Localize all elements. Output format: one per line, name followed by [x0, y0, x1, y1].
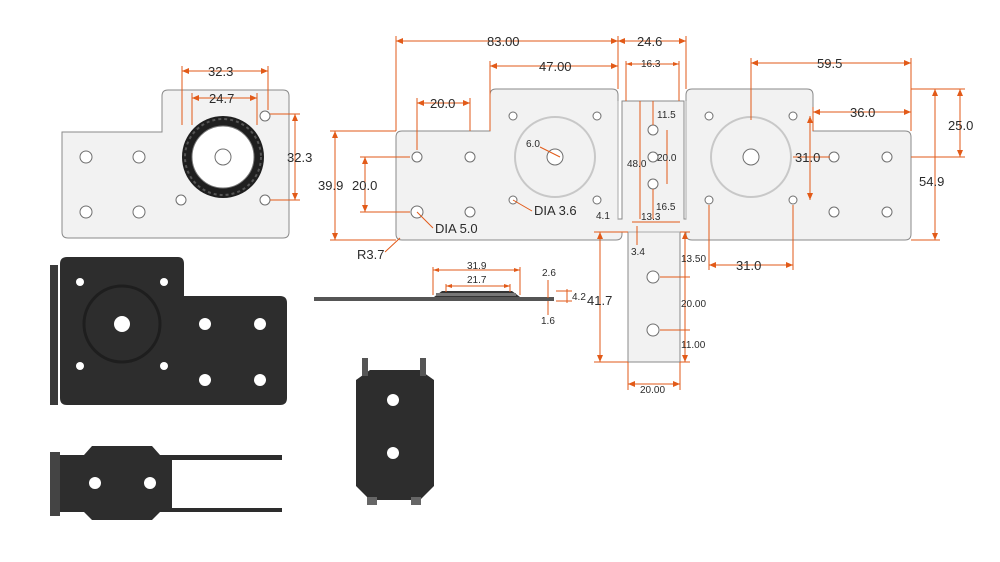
dim-tab-d3: 11.00 — [681, 340, 706, 351]
small-plate-dims: 32.3 24.7 32.3 — [181, 64, 312, 201]
mount-hole — [132, 150, 146, 164]
bracket-top-render — [50, 446, 282, 520]
strip-hole — [647, 151, 659, 163]
dim-strip-d2: 48.0 — [627, 159, 647, 170]
label-dia-small: DIA 3.6 — [534, 203, 577, 218]
dim-right-motor-offset: 36.0 — [850, 105, 875, 120]
dim-left-hole-vertical: 20.0 — [352, 178, 377, 193]
motor-hole — [704, 111, 714, 121]
dim-strip-d1: 11.5 — [657, 110, 676, 121]
dim-side-t1: 2.6 — [542, 268, 556, 279]
motor-hole — [788, 195, 798, 205]
mount-hole — [132, 205, 146, 219]
main-plate-dims: 83.00 24.6 47.00 16.3 59.5 20.0 36.0 — [318, 34, 973, 273]
dim-center-width: 24.6 — [637, 34, 662, 49]
mount-hole — [259, 194, 271, 206]
center-hole — [214, 148, 232, 166]
tab-dims: 13.50 20.00 11.00 41.7 20.00 — [587, 231, 706, 396]
dim-strip-top: 16.3 — [641, 59, 661, 70]
mount-hole — [79, 150, 93, 164]
dim-strip-d3: 20.0 — [657, 153, 677, 164]
motor-hole — [592, 111, 602, 121]
motor-hole — [788, 111, 798, 121]
motor-center-hole-right — [742, 148, 760, 166]
dim-left-height: 39.9 — [318, 178, 343, 193]
motor-boss-outline — [514, 116, 596, 198]
dim-right-width: 59.5 — [817, 56, 842, 71]
mount-hole — [828, 151, 840, 163]
strip-hole — [647, 178, 659, 190]
label-dia-large: DIA 5.0 — [435, 221, 478, 236]
dim-motor-offset: 47.00 — [539, 59, 572, 74]
strip-hole — [647, 124, 659, 136]
dim-small-width: 32.3 — [208, 64, 233, 79]
dim-side-outer: 31.9 — [467, 261, 487, 272]
dim-right-hole-vertical: 31.0 — [795, 150, 820, 165]
side-view — [314, 291, 554, 301]
small-plate — [61, 89, 290, 239]
dim-motor-boss: 6.0 — [526, 139, 540, 150]
motor-hole — [508, 111, 518, 121]
mount-hole — [79, 205, 93, 219]
tab-hole — [646, 323, 660, 337]
dim-strip-d4: 16.5 — [656, 202, 676, 213]
mount-hole — [828, 206, 840, 218]
dim-overall: 83.00 — [487, 34, 520, 49]
dim-side-t2: 4.2 — [572, 292, 586, 303]
mount-hole — [881, 151, 893, 163]
dim-strip-d6: 4.1 — [596, 211, 610, 222]
dim-tab-d2: 20.00 — [681, 299, 706, 310]
mount-hole — [464, 206, 476, 218]
tab-hole — [646, 270, 660, 284]
mount-hole — [259, 110, 271, 122]
dim-side-t3: 1.6 — [541, 316, 555, 327]
motor-hole — [592, 195, 602, 205]
bracket-side-render — [356, 358, 434, 505]
dim-strip-d7: 3.4 — [631, 247, 645, 258]
dim-right-step: 25.0 — [948, 118, 973, 133]
dim-small-height: 32.3 — [287, 150, 312, 165]
dim-bottom-hole-spacing: 31.0 — [736, 258, 761, 273]
mount-hole — [175, 194, 187, 206]
label-corner-radius: R3.7 — [357, 247, 384, 262]
dim-tab-height: 41.7 — [587, 293, 612, 308]
side-view-dims: 31.9 21.7 2.6 4.2 1.6 — [432, 261, 586, 327]
dim-right-height: 54.9 — [919, 174, 944, 189]
dim-strip-d5: 13.3 — [641, 212, 661, 223]
dim-tab-width: 20.00 — [640, 385, 665, 396]
dim-left-hole-spacing: 20.0 — [430, 96, 455, 111]
dim-small-inner: 24.7 — [209, 91, 234, 106]
motor-hole — [704, 195, 714, 205]
mount-hole — [464, 151, 476, 163]
center-strip-dims: 11.5 48.0 20.0 16.5 13.3 4.1 3.4 — [596, 101, 680, 258]
dim-tab-d1: 13.50 — [681, 254, 706, 265]
mount-hole — [881, 206, 893, 218]
bracket-front-render — [50, 257, 287, 405]
dim-side-inner: 21.7 — [467, 275, 487, 286]
mount-hole — [411, 151, 423, 163]
